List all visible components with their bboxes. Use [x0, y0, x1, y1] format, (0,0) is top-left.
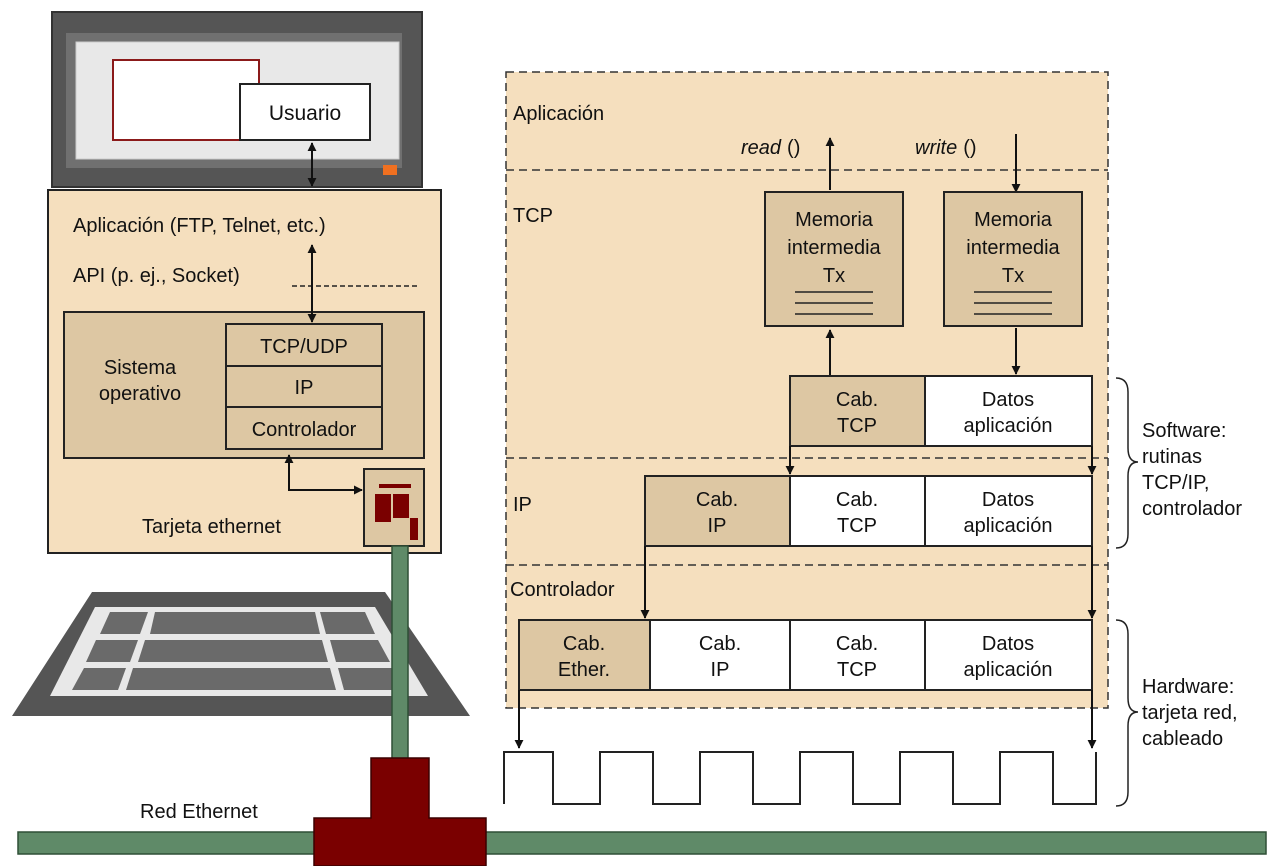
read-buffer: Memoria intermedia Tx [764, 191, 904, 327]
os-label-line2: operativo [99, 383, 181, 405]
read-call: read() [741, 137, 800, 159]
network-card-icon [363, 468, 425, 547]
ether-header-line1: Cab. [563, 633, 605, 655]
layer-ip-label: IP [513, 494, 532, 516]
write-func: write [915, 137, 957, 159]
keyboard-icon [12, 592, 470, 716]
network-connector-icon [313, 757, 487, 866]
ip-header-line2: IP [708, 515, 727, 537]
software-line1: Software: [1142, 420, 1226, 442]
ip-header-cell [644, 475, 791, 547]
signal-waveform [503, 751, 1097, 805]
read-func: read [741, 137, 782, 159]
os-stack: TCP/UDP IP Controlador [225, 323, 383, 450]
write-buffer: Memoria intermedia Tx [943, 191, 1083, 327]
ether-tcp-line2: TCP [837, 659, 877, 681]
tcp-data-line1: Datos [982, 389, 1034, 411]
read-buffer-line1: Memoria [795, 209, 874, 231]
software-line3: TCP/IP, [1142, 472, 1209, 494]
hardware-line3: cableado [1142, 728, 1223, 750]
user-label: Usuario [269, 102, 341, 125]
tcp-header-line1: Cab. [836, 389, 878, 411]
ether-header-cell [518, 619, 651, 691]
ether-header-line2: Ether. [558, 659, 610, 681]
tcp-segment: Cab. TCP Datos aplicación [789, 375, 1093, 447]
hardware-brace [1115, 619, 1139, 807]
ip-data-line1: Datos [982, 489, 1034, 511]
network-label: Red Ethernet [140, 801, 258, 823]
ip-header-line1: Cab. [696, 489, 738, 511]
layer-driver-label: Controlador [510, 579, 615, 601]
write-buffer-line3: Tx [1002, 265, 1024, 287]
card-label: Tarjeta ethernet [142, 516, 281, 538]
software-brace [1115, 377, 1139, 549]
ether-ip-line2: IP [711, 659, 730, 681]
ip-tcp-line2: TCP [837, 515, 877, 537]
write-buffer-line2: intermedia [966, 237, 1060, 259]
read-buffer-line3: Tx [823, 265, 845, 287]
ether-ip-cell [649, 619, 791, 691]
software-line2: rutinas [1142, 446, 1202, 468]
computer-app-label: Aplicación (FTP, Telnet, etc.) [73, 215, 326, 237]
ip-datagram: Cab. IP Cab. TCP Datos aplicación [644, 475, 1093, 547]
ethernet-bus [17, 831, 1267, 855]
ether-data-cell [924, 619, 1093, 691]
user-box: Usuario [239, 83, 371, 141]
tcp-header-cell [789, 375, 926, 447]
write-parens: () [963, 137, 976, 159]
ip-tcp-line1: Cab. [836, 489, 878, 511]
tcp-data-line2: aplicación [964, 415, 1053, 437]
driver-card-arrow [284, 454, 363, 495]
ethernet-frame: Cab. Ether. Cab. IP Cab. TCP Datos aplic… [518, 619, 1093, 691]
write-buffer-line1: Memoria [974, 209, 1053, 231]
write-call: write () [915, 137, 977, 159]
os-label-line1: Sistema [104, 357, 177, 379]
hardware-line1: Hardware: [1142, 676, 1234, 698]
ether-data-line1: Datos [982, 633, 1034, 655]
tcp-data-cell [924, 375, 1093, 447]
software-line4: controlador [1142, 498, 1242, 520]
stack-controller: Controlador [252, 419, 357, 441]
ether-data-line2: aplicación [964, 659, 1053, 681]
network-cable [391, 545, 409, 763]
read-parens: () [787, 137, 800, 159]
stack-tcpudp: TCP/UDP [260, 336, 348, 358]
hardware-line2: tarjeta red, [1142, 702, 1238, 724]
layer-application-label: Aplicación [513, 103, 604, 125]
computer-body: Aplicación (FTP, Telnet, etc.) API (p. e… [47, 189, 442, 554]
read-buffer-line2: intermedia [787, 237, 881, 259]
ip-data-line2: aplicación [964, 515, 1053, 537]
api-label: API (p. ej., Socket) [73, 265, 240, 287]
stack-ip: IP [295, 377, 314, 399]
ether-tcp-line1: Cab. [836, 633, 878, 655]
power-led [383, 165, 397, 175]
tcp-header-line2: TCP [837, 415, 877, 437]
ether-ip-line1: Cab. [699, 633, 741, 655]
ip-data-cell [924, 475, 1093, 547]
layer-tcp-label: TCP [513, 205, 553, 227]
